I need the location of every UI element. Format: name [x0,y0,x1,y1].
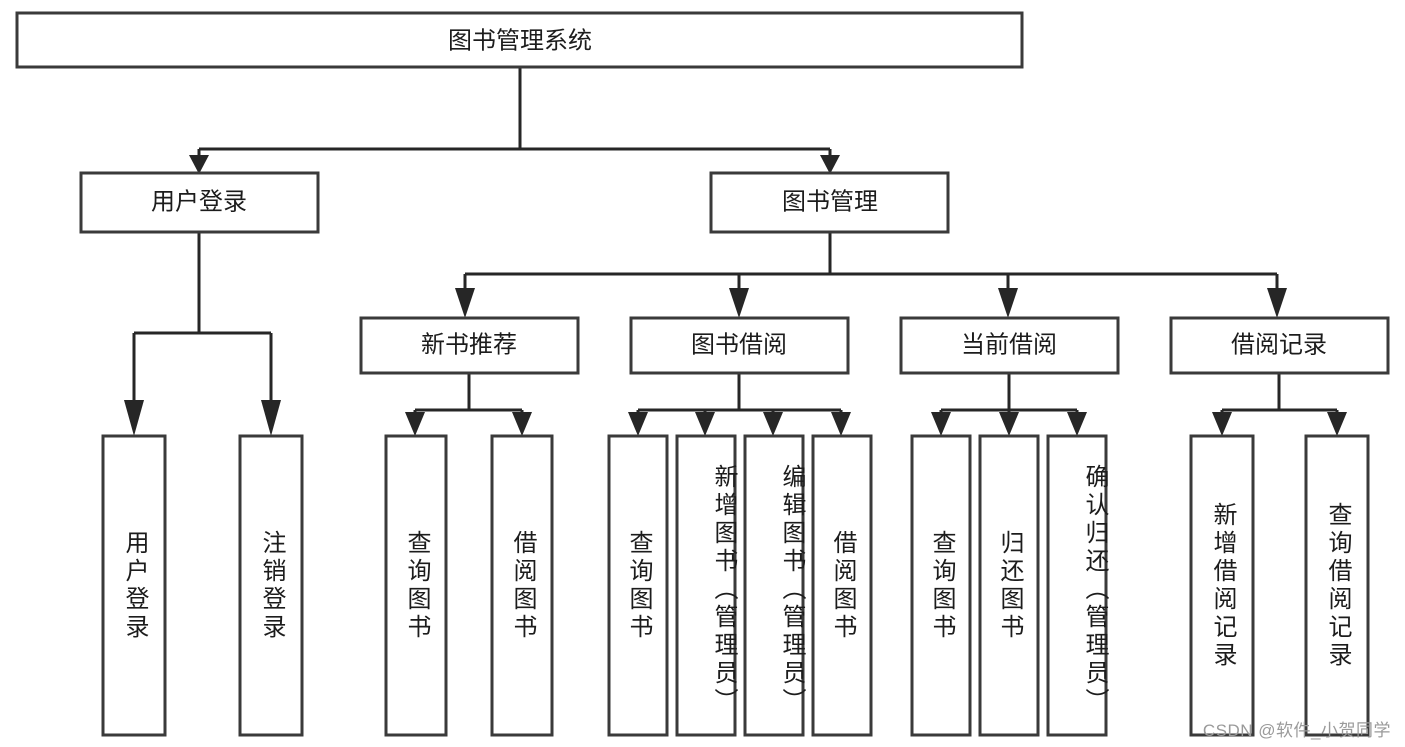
node-box-leaf-add-record[interactable] [1189,434,1255,737]
connector-group-borrow-book-to-leaves [628,373,851,436]
arrow-head-borrow-book [729,288,749,318]
arrow-head-leaf-borrow-book-1 [512,412,532,436]
node-label-current-borrow: 当前借阅 [961,331,1057,358]
connector-group-root-to-level2 [189,67,840,174]
node-book-borrow[interactable]: 图书借阅 [629,316,850,375]
arrow-head-leaf-borrow-book-2 [831,412,851,436]
node-box-leaf-query-book-1[interactable] [384,434,448,737]
node-label-book-borrow: 图书借阅 [691,331,787,358]
node-book-management[interactable]: 图书管理 [709,171,950,234]
node-box-leaf-return-book[interactable] [978,434,1040,737]
node-new-book-recommend[interactable]: 新书推荐 [359,316,580,375]
node-box-leaf-query-book-2[interactable] [607,434,669,737]
connector-group-user-login-to-children [124,232,281,436]
node-box-book-borrow[interactable] [629,316,850,375]
node-box-book-management[interactable] [709,171,950,234]
node-box-leaf-query-record[interactable] [1304,434,1370,737]
node-root-book-management-system[interactable]: 图书管理系统 [15,11,1024,69]
node-box-new-book-recommend[interactable] [359,316,580,375]
arrow-head-leaf-user-login [124,400,144,436]
node-label-book-management: 图书管理 [782,188,878,215]
connector-group-current-borrow-to-leaves [931,373,1087,436]
node-box-leaf-query-book-3[interactable] [910,434,972,737]
node-box-leaf-edit-book[interactable] [743,434,805,737]
arrow-head-leaf-edit-book [763,412,783,436]
node-box-root[interactable] [15,11,1024,69]
arrow-head-leaf-query-record [1327,412,1347,436]
connector-group-new-book-to-leaves [405,373,532,436]
connector-group-book-mgmt-to-children [455,232,1287,318]
arrow-head-leaf-confirm-return [1067,412,1087,436]
node-box-borrow-record[interactable] [1169,316,1390,375]
connector-group-borrow-record-to-leaves [1212,373,1347,436]
node-box-leaf-logout[interactable] [238,434,304,737]
arrow-head-leaf-logout [261,400,281,436]
node-borrow-record[interactable]: 借阅记录 [1169,316,1390,375]
arrow-head-leaf-return-book [999,412,1019,436]
node-box-leaf-user-login[interactable] [101,434,167,737]
node-label-borrow-record: 借阅记录 [1231,331,1327,358]
node-box-leaf-confirm-return[interactable] [1046,434,1108,737]
node-box-current-borrow[interactable] [899,316,1120,375]
node-box-leaf-borrow-book-1[interactable] [490,434,554,737]
arrow-head-leaf-add-record [1212,412,1232,436]
arrow-head-new-book [455,288,475,318]
arrow-head-borrow-record [1267,288,1287,318]
arrow-head-leaf-query-book-1 [405,412,425,436]
arrow-head-leaf-add-book [695,412,715,436]
arrow-head-leaf-query-book-3 [931,412,951,436]
arrow-head-leaf-query-book-2 [628,412,648,436]
node-user-login[interactable]: 用户登录 [79,171,320,234]
node-current-borrow[interactable]: 当前借阅 [899,316,1120,375]
node-label-root: 图书管理系统 [448,27,592,54]
arrow-head-user-login [189,155,209,174]
node-label-new-book-recommend: 新书推荐 [421,331,517,358]
arrow-head-book-mgmt [820,155,840,174]
node-box-user-login[interactable] [79,171,320,234]
node-box-leaf-add-book[interactable] [675,434,737,737]
csdn-watermark: CSDN @软件_小贺同学 [1202,721,1391,740]
arrow-head-current-borrow [998,288,1018,318]
node-box-leaf-borrow-book-2[interactable] [811,434,873,737]
node-label-user-login: 用户登录 [151,188,247,215]
